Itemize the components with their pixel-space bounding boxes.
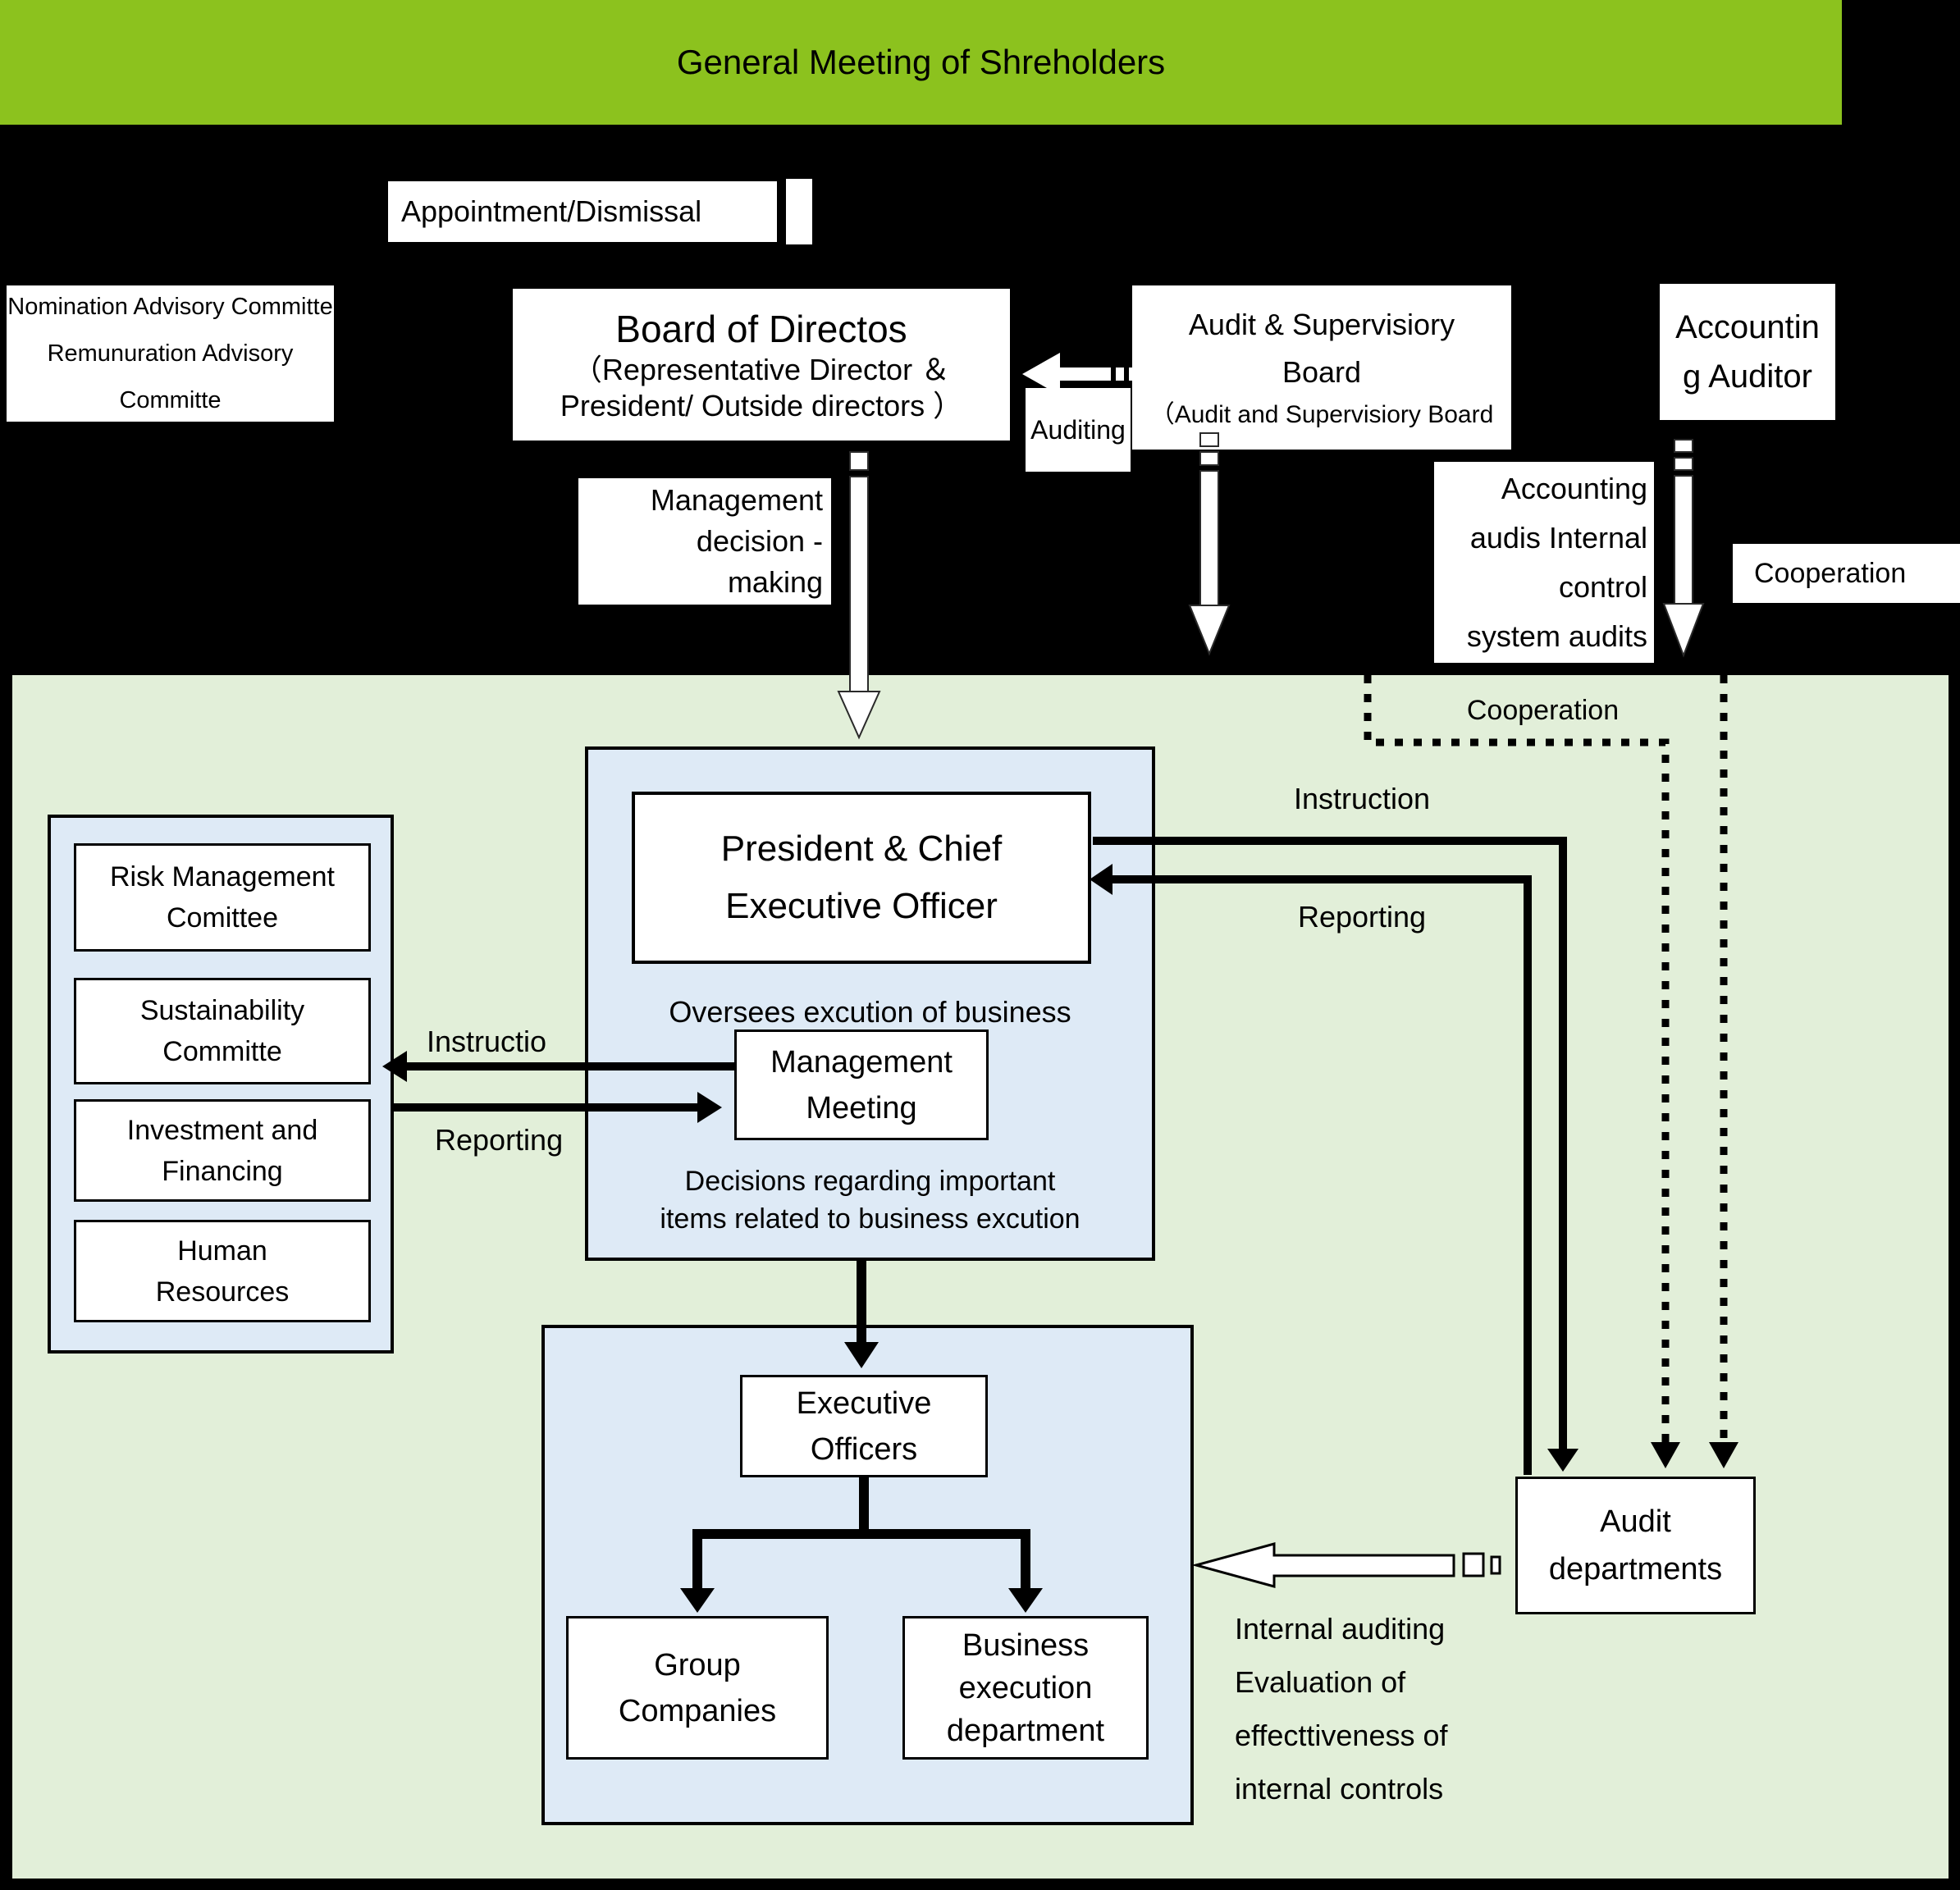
board-of-directors-box: Board of Directos （Representative Direct… (510, 286, 1012, 443)
advisory-committees-label: Nomination Advisory Committe Remunuratio… (7, 293, 333, 413)
cooperation-box-right: Cooperation (1733, 544, 1960, 603)
executive-officers-label: Executive Officers (796, 1386, 932, 1467)
board-of-directors-title: Board of Directos (615, 307, 907, 350)
human-resources-box: Human Resources (74, 1220, 371, 1322)
accounting-auditor-label: Accountin g Auditor (1675, 309, 1820, 395)
cooperation-label-green-text: Cooperation (1466, 694, 1620, 726)
audit-supervisory-board-box: Audit & Supervisiory Board （Audit and Su… (1132, 285, 1511, 450)
auditing-label-box: Auditing (1026, 388, 1131, 472)
general-meeting-banner: General Meeting of Shreholders (0, 0, 1842, 125)
reporting-label-left-text: Reporting (435, 1123, 564, 1157)
appointment-dismissal-label: Appointment/Dismissal (401, 194, 702, 228)
audit-departments-label: Audit departments (1548, 1504, 1723, 1586)
risk-management-committee-box: Risk Management Comittee (74, 843, 371, 952)
audit-board-down-arrow (1188, 432, 1231, 656)
risk-management-committee-label: Risk Management Comittee (109, 861, 335, 934)
audit-supervisory-board-title: Audit & Supervisiory Board (1188, 308, 1455, 389)
accounting-auditor-down-arrow (1662, 439, 1705, 658)
instruction-label-right: Instruction (1231, 779, 1493, 819)
president-ceo-box: President & Chief Executive Officer (632, 792, 1091, 964)
management-meeting-label: Management Meeting (770, 1044, 953, 1125)
internal-audit-note: Internal auditing Evaluation of effectti… (1235, 1598, 1514, 1819)
accounting-audits-label: Accounting audis Internal control system… (1466, 471, 1647, 653)
advisory-committees-box: Nomination Advisory Committe Remunuratio… (4, 283, 336, 424)
business-execution-label: Business execution department (946, 1628, 1105, 1748)
group-companies-label: Group Companies (618, 1647, 777, 1728)
instructio-label-left: Instructio (427, 1024, 607, 1060)
human-resources-label: Human Resources (155, 1235, 290, 1308)
banner-connector-bar (786, 179, 812, 244)
accounting-audits-box: Accounting audis Internal control system… (1434, 462, 1654, 663)
president-note: Oversees excution of business (585, 994, 1155, 1030)
management-meeting-note: Decisions regarding important items rela… (585, 1159, 1155, 1241)
reporting-label-right-text: Reporting (1297, 900, 1427, 934)
sustainability-committee-box: Sustainability Committe (74, 978, 371, 1084)
cooperation-label-right: Cooperation (1754, 557, 1907, 589)
reporting-label-left: Reporting (435, 1122, 615, 1158)
general-meeting-title: General Meeting of Shreholders (676, 43, 1166, 81)
president-note-text: Oversees excution of business (669, 995, 1071, 1029)
management-meeting-box: Management Meeting (734, 1029, 989, 1140)
auditing-label: Auditing (1030, 414, 1126, 445)
audit-departments-box: Audit departments (1515, 1477, 1756, 1614)
internal-audit-note-text: Internal auditing Evaluation of effectti… (1235, 1612, 1448, 1806)
reporting-label-right: Reporting (1231, 897, 1493, 937)
business-execution-box: Business execution department (902, 1616, 1149, 1760)
investment-financing-label: Investment and Financing (126, 1114, 318, 1187)
executive-officers-box: Executive Officers (740, 1375, 988, 1477)
instruction-label-right-text: Instruction (1293, 782, 1431, 815)
management-meeting-note-text: Decisions regarding important items rela… (660, 1166, 1081, 1235)
management-decision-box: Management decision - making (578, 478, 831, 605)
instructio-label-left-text: Instructio (427, 1025, 547, 1058)
audit-supervisory-board-subtitle: （Audit and Supervisiory Board (1149, 401, 1494, 428)
management-decision-label: Management decision - making (650, 483, 823, 599)
group-companies-box: Group Companies (566, 1616, 829, 1760)
cooperation-label-green: Cooperation (1446, 691, 1639, 730)
investment-financing-box: Investment and Financing (74, 1099, 371, 1202)
president-ceo-label: President & Chief Executive Officer (720, 829, 1003, 926)
appointment-dismissal-box: Appointment/Dismissal (386, 179, 779, 244)
board-of-directors-subtitle: （Representative Director ＆ President/ Ou… (560, 352, 963, 422)
sustainability-committee-label: Sustainability Committe (139, 995, 305, 1067)
accounting-auditor-box: Accountin g Auditor (1660, 284, 1835, 420)
